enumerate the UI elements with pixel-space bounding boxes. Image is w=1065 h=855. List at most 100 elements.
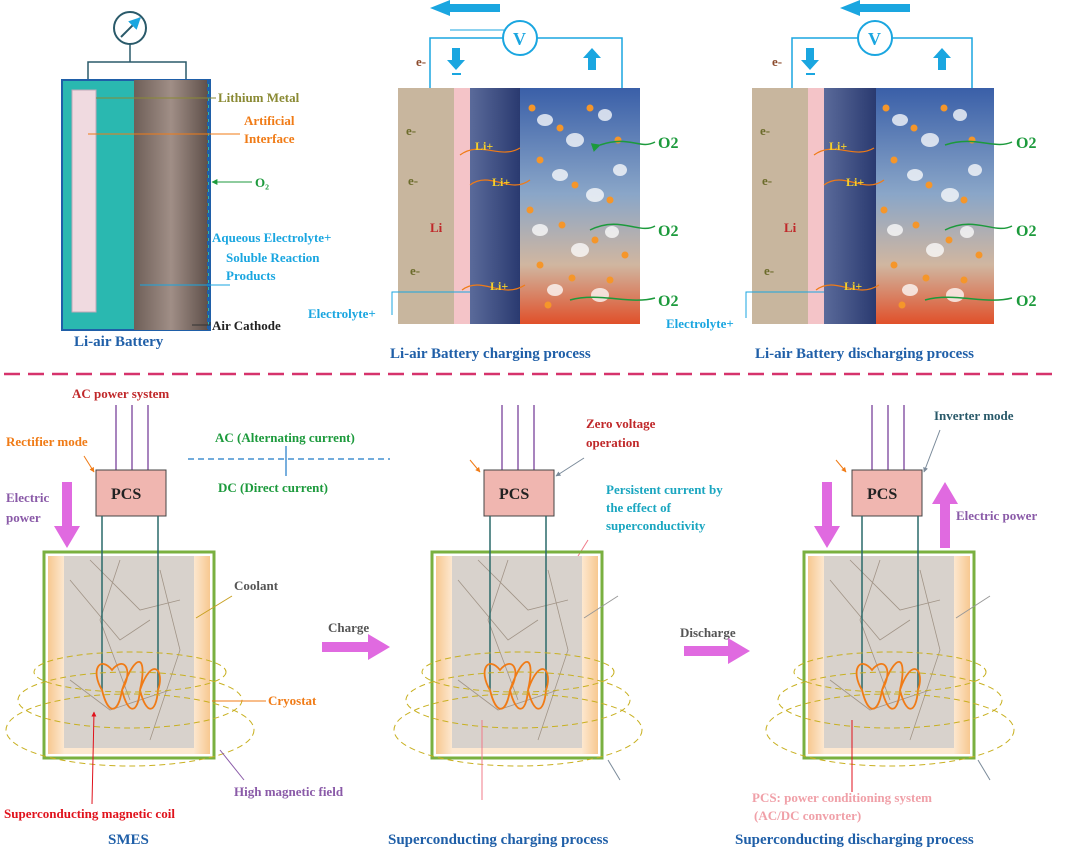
cryostat-outer (430, 550, 604, 760)
smes-diagram: AC power system PCS Rectifier mode Elect… (4, 386, 390, 848)
interface-layer (808, 88, 824, 324)
title-discharging-process: Li-air Battery discharging process (755, 346, 974, 362)
label-aqueous-3: Products (226, 268, 276, 283)
label-pcs-note-1: PCS: power conditioning system (752, 790, 932, 805)
right-arrow-icon (684, 638, 750, 664)
title-superconducting-charging: Superconducting charging process (388, 832, 608, 848)
charge-arrow: Charge (322, 620, 390, 660)
label-electric-power: Electric power (956, 508, 1037, 523)
label-persistent-2: the effect of (606, 500, 672, 515)
magnetic-coil (483, 660, 549, 710)
pcs-label: PCS (499, 486, 529, 503)
superconducting-charging-diagram: PCS Zero voltage operation Persistent cu… (388, 405, 723, 848)
label-li-plus-1: Li+ (829, 139, 847, 153)
label-pcs-note-2: (AC/DC convorter) (754, 808, 861, 823)
label-e-1: e- (406, 123, 416, 138)
magnetic-coil (855, 660, 921, 710)
label-o2-1: O2 (658, 135, 678, 152)
label-e-2: e- (408, 173, 418, 188)
current-arrow-icon (430, 0, 500, 16)
label-li-plus-1: Li+ (475, 139, 493, 153)
down-arrow-icon (801, 48, 819, 70)
up-arrow-icon (932, 482, 958, 548)
pcs-box (483, 469, 555, 517)
label-electric-1: Electric (6, 490, 50, 505)
label-electrolyte: Electrolyte+ (308, 306, 376, 321)
lithium-anode (752, 88, 808, 324)
label-li-plus-3: Li+ (844, 279, 862, 293)
label-o2-3: O2 (1016, 293, 1036, 310)
label-li-plus-2: Li+ (846, 175, 864, 189)
label-superconducting-coil: Superconducting magnetic coil (4, 806, 175, 821)
cryostat-outer (42, 550, 216, 760)
label-rectifier-mode: Rectifier mode (6, 434, 88, 449)
label-persistent-3: superconductivity (606, 518, 706, 533)
label-e-2: e- (762, 173, 772, 188)
current-arrow-icon (840, 0, 910, 16)
li-air-discharging-diagram: V e- e- e- e- Li Li+ (666, 0, 1036, 362)
label-o2-2: O2 (1016, 223, 1036, 240)
pcs-box (851, 469, 923, 517)
pcs-box (95, 469, 167, 517)
air-cathode-porous (520, 88, 640, 324)
down-arrow-icon (54, 482, 80, 548)
label-dc: DC (Direct current) (218, 480, 328, 495)
label-aqueous-1: Aqueous Electrolyte+ (212, 230, 331, 245)
discharge-arrow: Discharge (680, 625, 750, 664)
superconducting-discharging-diagram: PCS Inverter mode Electric power PCS: po… (735, 405, 1037, 848)
label-o2-1: O2 (1016, 135, 1036, 152)
cryostat-outer (802, 550, 976, 760)
label-electrolyte: Electrolyte+ (666, 316, 734, 331)
label-o2-3: O2 (658, 293, 678, 310)
label-ac-power-system: AC power system (72, 386, 169, 401)
label-coolant: Coolant (234, 578, 279, 593)
label-o2-2: O2 (658, 223, 678, 240)
title-smes: SMES (108, 832, 149, 848)
label-li-plus-2: Li+ (492, 175, 510, 189)
label-cryostat: Cryostat (268, 693, 317, 708)
voltmeter-label: V (513, 29, 526, 49)
air-cathode-block (134, 80, 208, 330)
li-air-charging-diagram: V e- e- e- e- Li Li+ (308, 0, 678, 362)
label-persistent-1: Persistent current by (606, 482, 723, 497)
air-cathode-porous (876, 88, 994, 324)
label-aqueous-2: Soluble Reaction (226, 250, 320, 265)
label-li: Li (784, 220, 797, 235)
label-e-3: e- (764, 263, 774, 278)
down-arrow-icon (447, 48, 465, 70)
title-charging-process: Li-air Battery charging process (390, 346, 591, 362)
label-li-plus-3: Li+ (490, 279, 508, 293)
label-inverter-mode: Inverter mode (934, 408, 1014, 423)
label-e-1: e- (760, 123, 770, 138)
pcs-label: PCS (111, 486, 141, 503)
up-arrow-icon (583, 48, 601, 70)
label-electric-2: power (6, 510, 41, 525)
label-o2: O₂ (255, 175, 269, 190)
label-discharge: Discharge (680, 625, 736, 640)
lithium-anode (398, 88, 454, 324)
label-interface: Interface (244, 131, 295, 146)
label-zero-voltage-2: operation (586, 435, 640, 450)
label-lithium-metal: Lithium Metal (218, 90, 300, 105)
magnetic-coil (95, 660, 161, 710)
label-air-cathode: Air Cathode (212, 318, 281, 333)
label-high-magnetic-field: High magnetic field (234, 784, 344, 799)
voltmeter-label: V (868, 29, 881, 49)
label-e-top: e- (416, 54, 426, 69)
label-e-top: e- (772, 54, 782, 69)
lithium-metal-bar (71, 89, 97, 313)
label-artificial: Artificial (244, 113, 295, 128)
interface-layer (454, 88, 470, 324)
label-ac: AC (Alternating current) (215, 430, 355, 445)
down-arrow-icon (814, 482, 840, 548)
title-li-air-battery: Li-air Battery (74, 334, 164, 350)
label-zero-voltage-1: Zero voltage (586, 416, 656, 431)
title-superconducting-discharging: Superconducting discharging process (735, 832, 974, 848)
li-air-battery-diagram: Lithium Metal Artificial Interface O₂ Aq… (61, 11, 331, 350)
right-arrow-icon (322, 634, 390, 660)
label-e-3: e- (410, 263, 420, 278)
up-arrow-icon (933, 48, 951, 70)
pcs-label: PCS (867, 486, 897, 503)
